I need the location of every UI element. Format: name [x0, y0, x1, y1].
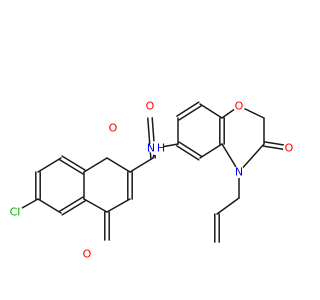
- molecule-structure-canvas: Cl O O O N H O O N: [7, 99, 295, 261]
- bond-layer: [14, 101, 291, 243]
- amide-nitrogen-atom: N H: [147, 141, 165, 155]
- bond-4: [59, 159, 84, 175]
- chromone-ring-oxygen-atom: O: [107, 122, 119, 135]
- bond-40: [216, 197, 240, 215]
- lactam-nitrogen-atom: N: [233, 166, 245, 179]
- ketone-oxygen-atom: O: [81, 248, 93, 261]
- bond-25: [199, 143, 223, 159]
- lactam-nitrogen-label: N: [235, 166, 243, 179]
- lactam-oxygen-atom: O: [283, 142, 295, 155]
- bond-3: [37, 157, 62, 173]
- amide-oxygen-atom: O: [144, 100, 156, 113]
- bond-23: [176, 145, 200, 161]
- bond-30: [178, 105, 202, 121]
- bond-5: [61, 155, 86, 171]
- atom-label-layer: Cl O O O N H O O N: [7, 100, 295, 261]
- bond-37: [238, 143, 265, 173]
- bond-8: [61, 200, 86, 216]
- chlorine-atom: Cl: [7, 204, 23, 220]
- amide-hydrogen-label: H: [157, 142, 165, 155]
- bond-13: [106, 198, 131, 213]
- bond-10: [83, 198, 108, 213]
- ketone-oxygen-label: O: [83, 248, 92, 261]
- amide-oxygen-label: O: [146, 100, 155, 113]
- amide-nitrogen-label: N: [147, 142, 155, 155]
- chromone-ring-oxygen-label: O: [109, 122, 118, 135]
- lactam-oxygen-label: O: [285, 142, 294, 155]
- bond-17: [83, 157, 108, 173]
- bond-16: [106, 157, 131, 173]
- oxazine-oxygen-label: O: [235, 100, 244, 113]
- bond-9: [37, 198, 62, 214]
- bond-29: [176, 101, 200, 117]
- oxazine-oxygen-atom: O: [233, 100, 245, 113]
- bond-18: [129, 157, 154, 173]
- chlorine-label: Cl: [10, 206, 21, 219]
- bond-7: [59, 196, 84, 212]
- bond-24: [178, 141, 202, 157]
- bond-28: [199, 103, 223, 119]
